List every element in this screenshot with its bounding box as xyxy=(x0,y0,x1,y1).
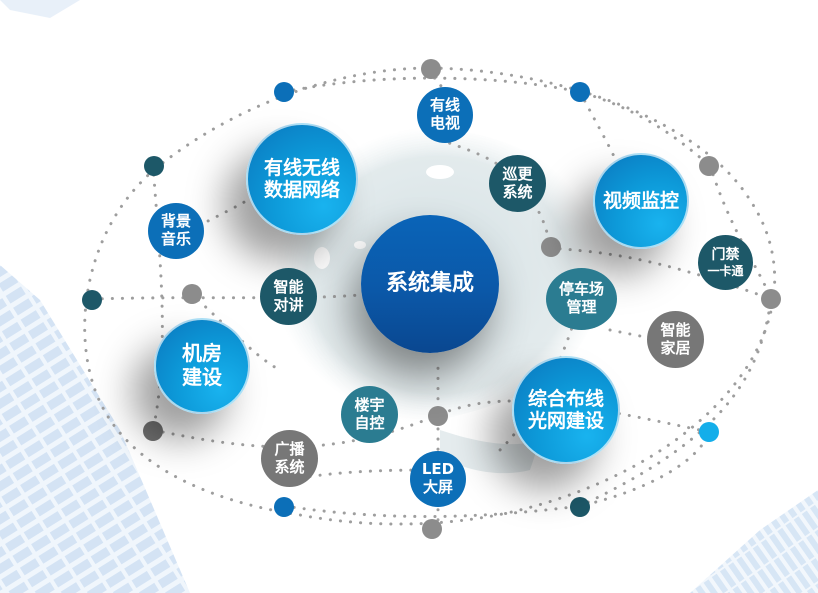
node-label: 背景 xyxy=(160,212,191,231)
orbit-dot-gray xyxy=(422,519,442,539)
node-background-music[interactable]: 背景 音乐 xyxy=(148,203,204,259)
node-broadcast-system[interactable]: 广播 系统 xyxy=(261,430,318,487)
node-label: 机房 xyxy=(182,341,222,366)
building-left-decoration xyxy=(0,265,190,593)
orbit-dot-gray xyxy=(428,406,448,426)
node-label: 大屏 xyxy=(422,478,453,496)
node-label: 建设 xyxy=(182,365,222,389)
node-label: 有线 xyxy=(429,96,460,115)
node-label: 有线无线 xyxy=(263,156,340,179)
orbit-dot-blue xyxy=(274,497,294,517)
node-smart-home[interactable]: 智能 家居 xyxy=(647,311,704,368)
building-top-decoration xyxy=(0,0,80,18)
node-label: 数据网络 xyxy=(263,179,340,201)
node-label: 门禁 xyxy=(711,247,740,264)
orbit-dot-dark-teal xyxy=(570,497,590,517)
node-structured-cabling[interactable]: 综合布线 光网建设 xyxy=(512,356,620,464)
orbit-dot-gray xyxy=(143,421,163,441)
node-label: 管理 xyxy=(566,298,597,316)
node-label: LED xyxy=(421,460,455,479)
orbit-dot-gray xyxy=(421,59,441,79)
node-video-surveillance[interactable]: 视频监控 xyxy=(593,153,689,249)
orbit-dot-dark-teal xyxy=(144,156,164,176)
node-wired-wireless-network[interactable]: 有线无线 数据网络 xyxy=(246,123,358,235)
node-smart-intercom[interactable]: 智能 对讲 xyxy=(260,268,317,325)
node-label: 系统 xyxy=(502,182,533,201)
node-label: 电视 xyxy=(429,114,460,132)
node-label: 停车场 xyxy=(558,280,604,299)
orbit-dot-gray xyxy=(182,284,202,304)
node-parking-management[interactable]: 停车场 管理 xyxy=(546,268,617,330)
orbit-dot-blue xyxy=(274,82,294,102)
orbit-dot-gray xyxy=(699,156,719,176)
orbit-dot-gray xyxy=(761,289,781,309)
node-cable-tv[interactable]: 有线 电视 xyxy=(417,87,473,143)
node-label: 视频监控 xyxy=(602,189,679,212)
node-building-automation[interactable]: 楼宇 自控 xyxy=(341,386,398,443)
node-label: 一卡通 xyxy=(707,263,744,278)
node-label: 智能 xyxy=(660,320,691,339)
node-label: 楼宇 xyxy=(354,395,385,414)
node-label: 光网建设 xyxy=(527,410,604,432)
orbit-dot-cyan xyxy=(699,422,719,442)
node-label: 对讲 xyxy=(273,295,304,314)
building-right-decoration xyxy=(690,490,818,593)
orbit-dot-dark-teal xyxy=(82,290,102,310)
node-label: 综合布线 xyxy=(527,387,604,410)
node-label: 自控 xyxy=(354,413,385,432)
node-label: 巡更 xyxy=(502,164,533,183)
orbit-dot-blue xyxy=(570,82,590,102)
node-label: 广播 xyxy=(274,439,305,458)
node-label: 音乐 xyxy=(160,230,191,248)
node-system-integration-hub[interactable]: 系统集成 xyxy=(361,215,499,353)
node-label: 家居 xyxy=(660,338,691,357)
hub-label: 系统集成 xyxy=(385,271,474,297)
node-label: 智能 xyxy=(273,277,304,296)
node-label: 系统 xyxy=(274,457,305,476)
node-patrol-system[interactable]: 巡更 系统 xyxy=(489,155,546,212)
node-server-room[interactable]: 机房 建设 xyxy=(154,318,250,414)
node-access-control-card[interactable]: 门禁 一卡通 xyxy=(698,235,753,290)
node-led-screen[interactable]: LED 大屏 xyxy=(410,451,466,507)
orbit-dot-gray xyxy=(541,237,561,257)
